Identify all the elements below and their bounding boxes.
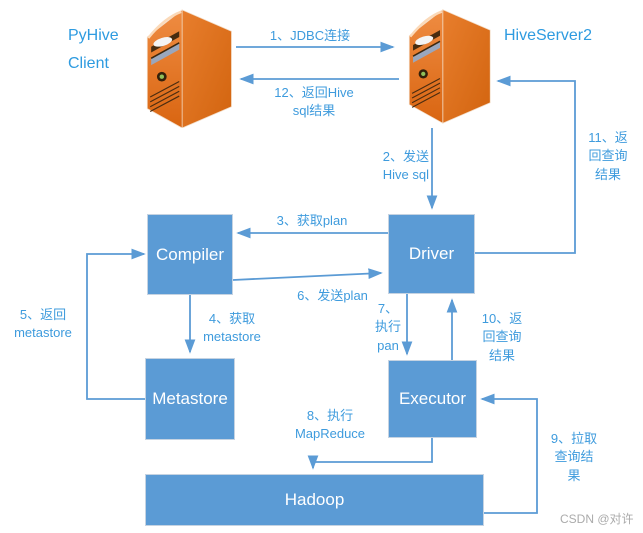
node-driver: Driver bbox=[388, 214, 475, 294]
edge-label-send-hive-sql: 2、发送 Hive sql bbox=[382, 149, 429, 183]
server-icon-pyhive-client bbox=[146, 9, 232, 128]
server-icon-hiveserver2 bbox=[408, 8, 491, 124]
edge-send-plan bbox=[232, 268, 383, 281]
edge-label-return-metastore: 5、返回 metastore bbox=[14, 307, 72, 341]
edge-label-get-metastore: 4、获取 metastore bbox=[203, 311, 261, 345]
node-executor: Executor bbox=[388, 360, 477, 438]
node-compiler: Compiler bbox=[147, 214, 233, 295]
edge-label-return-query-result-to-driver: 10、返 回查询 结果 bbox=[481, 311, 523, 363]
edge-label-return-hive-sql-result: 12、返回Hive sql结果 bbox=[274, 85, 354, 119]
node-metastore: Metastore bbox=[145, 358, 235, 440]
edge-label-jdbc-connect: 1、JDBC连接 bbox=[269, 28, 351, 43]
edge-return-metastore bbox=[86, 248, 146, 400]
edge-execute-mapreduce bbox=[307, 438, 433, 470]
node-hadoop: Hadoop bbox=[145, 474, 484, 526]
pyhive-client-label: PyHive Client bbox=[68, 27, 119, 72]
edge-label-return-query-result-to-hiveserver: 11、返 回查询 结果 bbox=[588, 130, 628, 182]
edge-label-send-plan: 6、发送plan bbox=[297, 288, 368, 303]
edge-pull-query-result bbox=[480, 393, 538, 514]
edge-return-query-result-to-hiveserver bbox=[475, 75, 576, 254]
edge-label-execute-mapreduce: 8、执行 MapReduce bbox=[294, 408, 366, 442]
edge-label-pull-query-result: 9、拉取 查询结 果 bbox=[550, 431, 598, 483]
csdn-watermark: CSDN @对许 bbox=[560, 512, 634, 526]
edge-label-execute-plan: 7、 执行 pan bbox=[374, 301, 401, 353]
edge-label-get-plan: 3、获取plan bbox=[276, 213, 348, 228]
hiveserver2-label: HiveServer2 bbox=[504, 27, 593, 44]
